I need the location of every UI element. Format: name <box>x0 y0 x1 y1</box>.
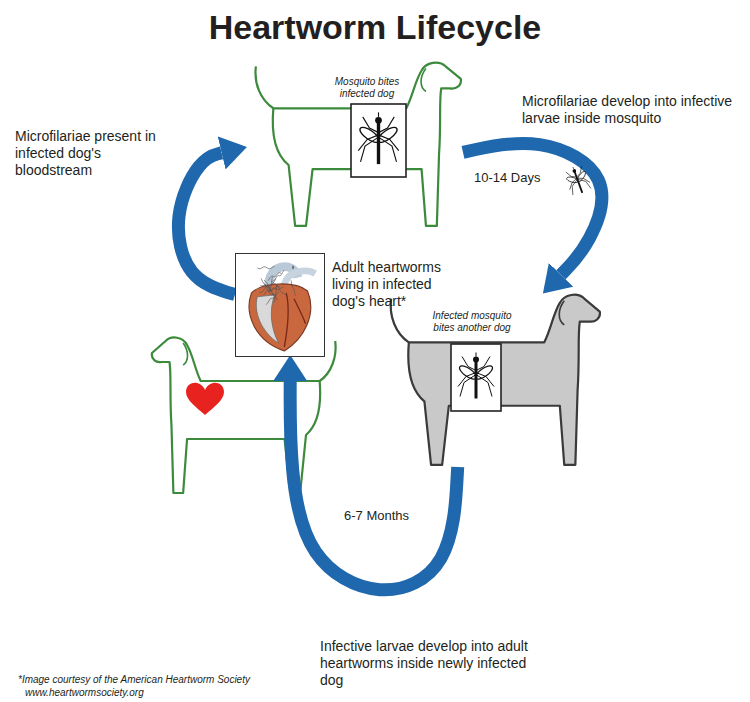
mosquito-box <box>450 343 502 412</box>
mosquito-icon <box>562 163 592 197</box>
mosquito-icon <box>458 353 495 399</box>
dog-tail <box>391 299 409 343</box>
heart-symbol <box>186 383 224 415</box>
note-label: Infective larvae develop into adult hear… <box>320 638 552 688</box>
vessel <box>284 271 315 285</box>
heart-illustration <box>236 254 323 355</box>
coronary <box>284 293 305 347</box>
box-frame <box>351 104 406 177</box>
heartworms <box>257 265 296 304</box>
note-label: www.heartwormsociety.org <box>25 687 225 699</box>
dog-figure: Infected mosquito bites another dog <box>380 292 602 467</box>
note-label: *Image courtesy of the American Heartwor… <box>18 674 338 686</box>
heart-picture <box>235 253 325 357</box>
heart-wall <box>256 295 278 343</box>
dog-body <box>273 63 461 226</box>
title: Heartworm Lifecycle <box>0 8 750 47</box>
node-text: Adult heartworms living in infected dog'… <box>332 259 456 309</box>
dog-body <box>408 295 600 465</box>
dog-figure: Mosquito bites infected dog <box>245 60 463 228</box>
dog-ear <box>421 68 426 91</box>
dog-outline <box>152 338 336 493</box>
box-frame <box>451 344 501 411</box>
dog-tail <box>255 66 273 108</box>
lifecycle-arrow <box>178 153 235 295</box>
duration-label: 10-14 Days <box>472 170 542 185</box>
note-label: Microfilariae present in infected dog's … <box>15 128 165 178</box>
duration-label: 6-7 Months <box>342 508 411 523</box>
note-label: Microfilariae develop into infective lar… <box>522 93 744 127</box>
node-text: Mosquito bites infected dog <box>330 76 404 100</box>
heart-body <box>249 284 311 351</box>
dog-ear <box>559 301 564 325</box>
node-text: Infected mosquito bites another dog <box>428 310 516 334</box>
lifecycle-arrow <box>463 143 602 274</box>
dog-ear <box>183 343 187 365</box>
mosquito-box <box>350 103 407 178</box>
mosquito-icon <box>358 112 400 164</box>
